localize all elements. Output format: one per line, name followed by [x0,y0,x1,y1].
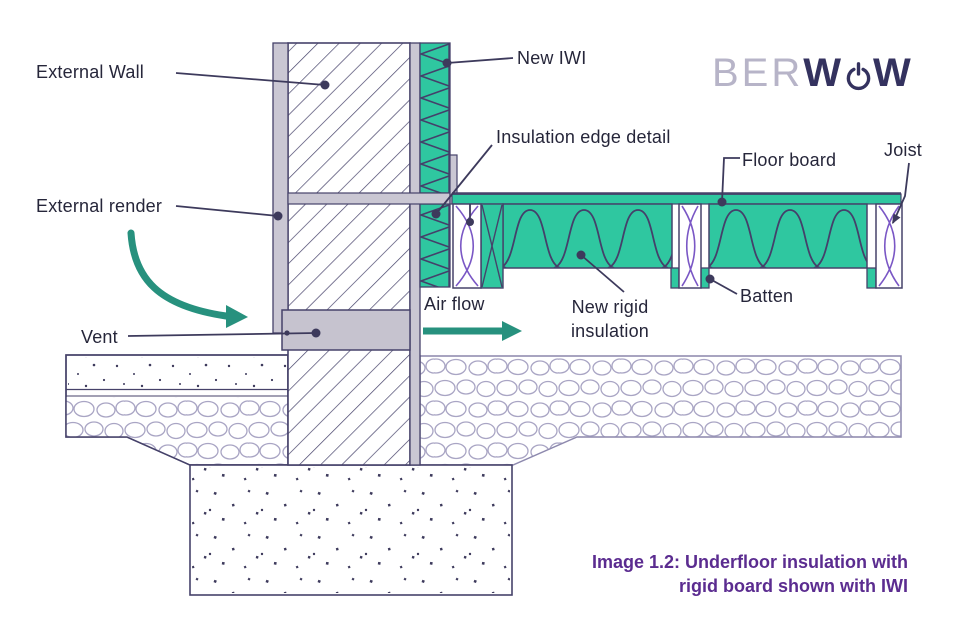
new-iwi-insulation [419,42,451,288]
label-vent: Vent [81,327,118,347]
label-new-rigid-line2: insulation [570,321,650,341]
joist-1 [452,203,482,289]
air-flow-arrow [423,321,522,341]
vent-airflow-curved-arrow [127,229,248,328]
power-icon [846,61,871,90]
logo-w1-text: W [803,50,843,95]
joist-leader-arrowhead [892,213,901,224]
label-floor-board: Floor board [742,150,837,170]
leader-joist [892,162,910,224]
label-external-wall: External Wall [36,62,144,82]
foundation [189,464,513,596]
leader-dots [273,58,901,338]
logo-ber-text: BER [712,50,804,95]
label-joist: Joist [884,140,923,160]
label-new-rigid-insulation: New rigid insulation [550,295,670,343]
left-ground-concrete-layer [68,357,287,388]
joists [452,203,903,289]
leader-external-wall [175,72,326,86]
batten-left-of-right-joist [866,267,877,289]
leader-insulation-edge [435,144,493,215]
caption-line2: rigid board shown with IWI [679,576,908,596]
left-ground-hardcore-layer [66,397,288,464]
wall-floor-level-band [287,192,451,205]
left-ground [65,354,289,466]
caption-line1: Image 1.2: Underfloor insulation with [591,552,908,572]
label-air-flow: Air flow [424,294,485,314]
floor-board-layer [451,192,902,205]
leader-batten [709,278,738,295]
external-render-layer [272,42,289,334]
berwow-logo: BER W W [712,50,912,96]
leader-new-rigid-insulation [580,254,625,293]
vent-block [281,309,411,351]
label-batten: Batten [740,286,794,306]
label-new-rigid-line1: New rigid [571,297,649,317]
leader-new-iwi [446,57,514,64]
label-external-render: External render [36,196,163,216]
leader-floor-board [721,157,740,203]
joist-2 [678,203,702,289]
leader-lines [127,57,910,337]
rigid-insulation-span-2 [708,203,868,269]
leader-external-render [175,205,279,217]
edge-blocking [480,203,504,289]
figure-caption: Image 1.2: Underfloor insulation with ri… [592,550,908,598]
right-ground-hardcore [419,355,902,466]
inner-wall-lining [409,42,421,466]
rigid-insulation-span-1 [502,203,673,269]
label-new-iwi: New IWI [517,48,587,68]
batten-left-of-mid-joist [670,267,680,289]
external-wall-core [287,42,411,466]
logo-w2-text: W [873,50,912,95]
label-insulation-edge-detail: Insulation edge detail [496,127,671,147]
